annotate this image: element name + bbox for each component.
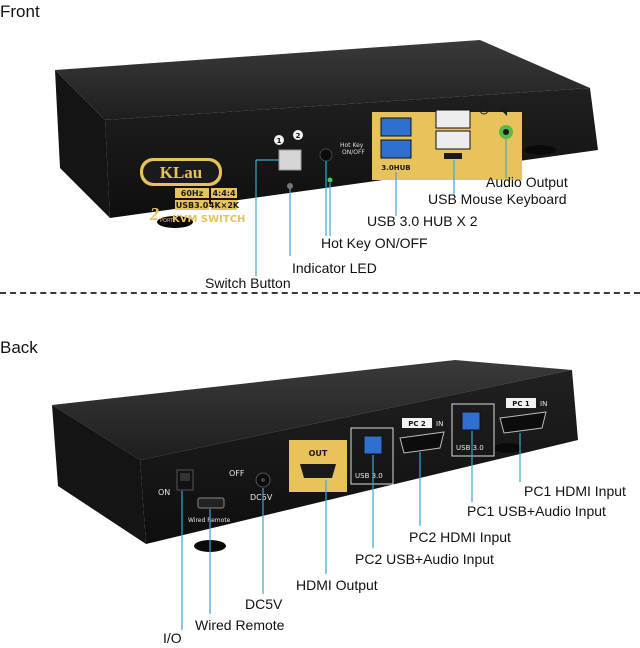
in2-print: IN: [436, 420, 443, 428]
pc2-usb-port[interactable]: [363, 435, 383, 455]
back-title: Back: [0, 338, 38, 357]
pc2-print: PC 2: [408, 420, 426, 428]
usb-hub-panel: 3.0HUB: [372, 102, 522, 180]
switch-button[interactable]: [278, 149, 302, 171]
brand-logo: KLau: [140, 158, 222, 186]
off-print: OFF: [229, 469, 245, 478]
spec-hz: 60Hz: [181, 189, 204, 198]
usb3-port-1[interactable]: [380, 117, 412, 137]
callout-wired-remote: Wired Remote: [195, 617, 285, 633]
callout-io: I/O: [163, 630, 182, 646]
callout-pc2-usb: PC2 USB+Audio Input: [355, 551, 494, 567]
pc1-group: USB 3.0 PC 1 IN: [451, 398, 547, 457]
callout-hotkey: Hot Key ON/OFF: [321, 235, 428, 251]
spec-usb: USB3.0: [176, 201, 209, 210]
on-print: ON: [158, 488, 170, 497]
port-number-2: 2: [296, 132, 301, 140]
product-port: PORT: [160, 218, 174, 224]
indicator-led: [327, 177, 333, 183]
callout-hdmi-output: HDMI Output: [296, 577, 378, 593]
hdmi-out-panel: OUT: [289, 440, 347, 492]
speaker-icon: [500, 104, 507, 116]
callout-pc1-usb: PC1 USB+Audio Input: [467, 503, 606, 519]
pc1-usb-port[interactable]: [461, 411, 481, 431]
callout-usb-mouse-keyboard: USB Mouse Keyboard: [428, 191, 567, 207]
section-divider: [0, 292, 640, 294]
dc-print: DC5V: [250, 493, 273, 502]
usb3-port-2[interactable]: [380, 139, 412, 159]
hotkey-button[interactable]: [319, 148, 333, 162]
usb2-print: USB 3.0: [456, 444, 484, 452]
front-title: Front: [0, 2, 40, 21]
callout-pc1-hdmi: PC1 HDMI Input: [524, 483, 626, 499]
out-print: OUT: [309, 449, 328, 458]
usb1-print: USB 3.0: [355, 472, 383, 480]
spec-res: 4K×2K: [209, 201, 240, 210]
wired-print: Wired Remote: [188, 517, 231, 524]
callout-switch-button: Switch Button: [205, 275, 291, 291]
product-two: 2: [149, 204, 159, 224]
callout-audio-output: Audio Output: [486, 174, 568, 190]
usb-mouse-port[interactable]: [435, 109, 471, 129]
pc1-print: PC 1: [512, 400, 530, 408]
callout-dc5v: DC5V: [245, 596, 283, 612]
hub-print: 3.0HUB: [381, 164, 410, 172]
spec-chroma: 4:4:4: [212, 189, 236, 198]
callout-pc2-hdmi: PC2 HDMI Input: [409, 529, 511, 545]
port-numbers: 1 2: [274, 130, 303, 145]
usb-keyboard-port[interactable]: [435, 130, 471, 150]
keyboard-icon: [444, 153, 462, 159]
wired-remote-port[interactable]: [197, 497, 225, 509]
spec-plate: 60Hz 4:4:4 USB3.0 4K×2K 2 PORT KVM SWITC…: [149, 188, 245, 225]
callout-usb-hub: USB 3.0 HUB X 2: [367, 213, 478, 229]
in1-print: IN: [540, 400, 547, 408]
pc2-group: USB 3.0 PC 2 IN: [350, 418, 445, 485]
pc2-hdmi-port[interactable]: [399, 431, 445, 454]
brand-text: KLau: [160, 163, 203, 182]
port-led: [287, 183, 293, 189]
hdmi-out-port[interactable]: [300, 464, 336, 478]
back-callout-lines: [181, 431, 521, 630]
pc1-hdmi-port[interactable]: [499, 411, 547, 434]
port-number-1: 1: [277, 137, 282, 145]
front-callout-lines: [255, 139, 507, 276]
mouse-icon: [479, 102, 489, 115]
callout-indicator-led: Indicator LED: [292, 260, 377, 276]
product-name: KVM SWITCH: [172, 214, 245, 225]
